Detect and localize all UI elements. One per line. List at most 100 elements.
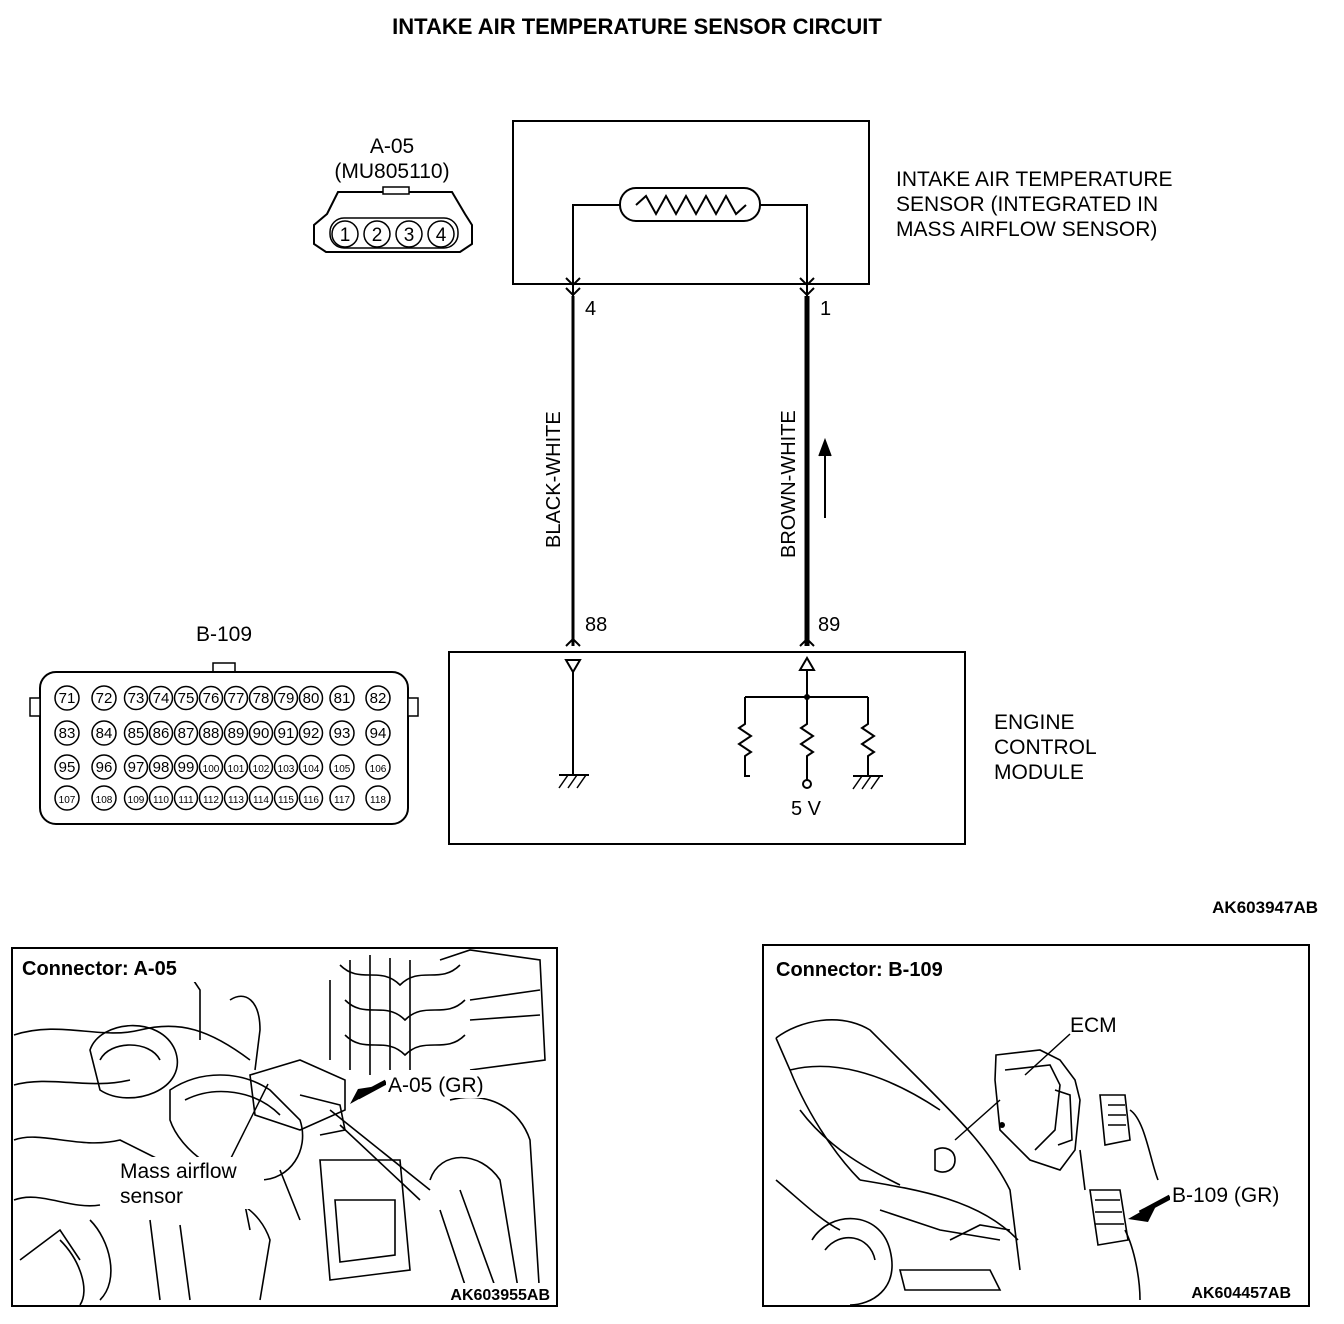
b109-pin-circle — [54, 785, 80, 811]
b109-pin-label: 83 — [59, 725, 76, 742]
b109-pin-circle — [298, 685, 324, 711]
b109-pin-circle — [173, 720, 199, 746]
b109-pin-label: 103 — [278, 764, 295, 775]
b109-pin-label: 88 — [203, 725, 220, 742]
b109-pin-label: 101 — [228, 764, 245, 775]
b109-pin-label: 72 — [96, 690, 113, 707]
b109-pin-label: 78 — [253, 690, 270, 707]
wire-label-left: BLACK-WHITE — [543, 411, 565, 548]
b109-pin-label: 80 — [303, 690, 320, 707]
photo-a05-code: AK603955AB — [450, 1287, 550, 1304]
b109-pin-label: 75 — [178, 690, 195, 707]
b109-pin-circle — [248, 754, 274, 780]
b109-pin-circle — [148, 720, 174, 746]
b109-pin-circle — [173, 754, 199, 780]
b109-pin-label: 118 — [370, 795, 386, 806]
b109-pin-circle — [365, 685, 391, 711]
b109-pin-label: 105 — [334, 764, 351, 775]
b109-pin-label: 84 — [96, 725, 113, 742]
b109-pin-label: 95 — [59, 759, 76, 776]
b109-pin-circle — [198, 785, 224, 811]
sensor-label-line-2: SENSOR (INTEGRATED IN — [896, 193, 1158, 216]
b109-pin-label: 89 — [228, 725, 245, 742]
b109-pin-circle — [123, 754, 149, 780]
b109-pin-label: 110 — [153, 795, 169, 806]
b109-pin-label: 104 — [303, 764, 320, 775]
b109-pin-circle — [123, 685, 149, 711]
b109-pin-circle — [365, 720, 391, 746]
b109-pin-circle — [198, 685, 224, 711]
b109-pin-label: 102 — [253, 764, 270, 775]
photo-a05-label-line-1: Mass airflow — [120, 1160, 238, 1183]
b109-pin-label: 73 — [128, 690, 145, 707]
photo-b109-title: Connector: B-109 — [776, 959, 943, 981]
connector-a05: A-05 (MU805110) 1 2 3 4 — [313, 135, 473, 253]
b109-pin-circle — [91, 785, 117, 811]
b109-pin-label: 109 — [128, 795, 145, 806]
b109-pin-label: 106 — [370, 764, 387, 775]
b109-pin-label: 93 — [334, 725, 351, 742]
b109-pin-circle — [91, 754, 117, 780]
b109-pin-label: 117 — [334, 795, 350, 806]
b109-pin-circle — [123, 785, 149, 811]
b109-pin-circle — [198, 754, 224, 780]
b109-pin-circle — [173, 685, 199, 711]
a05-pin-2: 2 — [372, 225, 383, 246]
b109-pin-label: 82 — [370, 690, 387, 707]
b109-pin-circle — [173, 785, 199, 811]
b109-pin-circle — [223, 785, 249, 811]
b109-pin-circle — [248, 720, 274, 746]
b109-pin-circle — [248, 785, 274, 811]
b109-pin-circle — [223, 685, 249, 711]
b109-pin-circle — [54, 720, 80, 746]
b109-pin-circle — [329, 720, 355, 746]
b109-pin-circle — [273, 754, 299, 780]
b109-pin-circle — [273, 720, 299, 746]
b109-pin-label: 115 — [278, 795, 294, 806]
sensor-box — [512, 120, 870, 297]
b109-pin-circle — [273, 685, 299, 711]
b109-pin-label: 74 — [153, 690, 170, 707]
b109-pin-circle — [148, 685, 174, 711]
b109-pin-label: 107 — [59, 795, 76, 806]
photo-a05-label-line-2: sensor — [120, 1185, 183, 1208]
b109-pin-circle — [329, 754, 355, 780]
b109-pin-circle — [298, 720, 324, 746]
b109-pin-label: 86 — [153, 725, 170, 742]
photo-a05: Connector: A-05 A-05 (GR) Mass airflow s… — [11, 947, 558, 1307]
wire-label-right: BROWN-WHITE — [778, 410, 800, 558]
b109-pin-label: 90 — [253, 725, 270, 742]
b109-pin-label: 116 — [303, 795, 319, 806]
b109-pin-circle — [198, 720, 224, 746]
b109-pin-label: 97 — [128, 759, 145, 776]
b109-pin-circle — [329, 685, 355, 711]
b109-pin-label: 81 — [334, 690, 351, 707]
ecm-label-line-3: MODULE — [994, 761, 1084, 784]
b109-pin-circle — [91, 685, 117, 711]
b109-pin-circle — [223, 720, 249, 746]
b109-pin-label: 113 — [228, 795, 244, 806]
b109-pin-circle — [148, 785, 174, 811]
page-title: INTAKE AIR TEMPERATURE SENSOR CIRCUIT — [392, 14, 882, 39]
b109-pin-circle — [298, 754, 324, 780]
b109-pin-label: 77 — [228, 690, 245, 707]
b109-pin-circle — [91, 720, 117, 746]
b109-pin-label: 98 — [153, 759, 170, 776]
sensor-pin-left: 4 — [585, 298, 596, 320]
b109-pin-label: 87 — [178, 725, 195, 742]
ecm-label-line-1: ENGINE — [994, 711, 1075, 734]
photo-b109-code: AK604457AB — [1191, 1285, 1291, 1302]
photo-b109-ecm-label: ECM — [1070, 1014, 1117, 1037]
photo-a05-callout: A-05 (GR) — [388, 1074, 484, 1097]
b109-pin-circle — [298, 785, 324, 811]
b109-pin-label: 91 — [278, 725, 295, 742]
sensor-label-line-3: MASS AIRFLOW SENSOR) — [896, 218, 1157, 241]
b109-pin-circle — [223, 754, 249, 780]
ecm-voltage: 5 V — [791, 798, 822, 820]
connector-a05-id: A-05 — [370, 135, 414, 158]
sensor-label-line-1: INTAKE AIR TEMPERATURE — [896, 168, 1173, 191]
b109-pin-label: 108 — [96, 795, 113, 806]
photo-b109: Connector: B-109 ECM B-109 (GR) AK604457… — [762, 944, 1310, 1307]
